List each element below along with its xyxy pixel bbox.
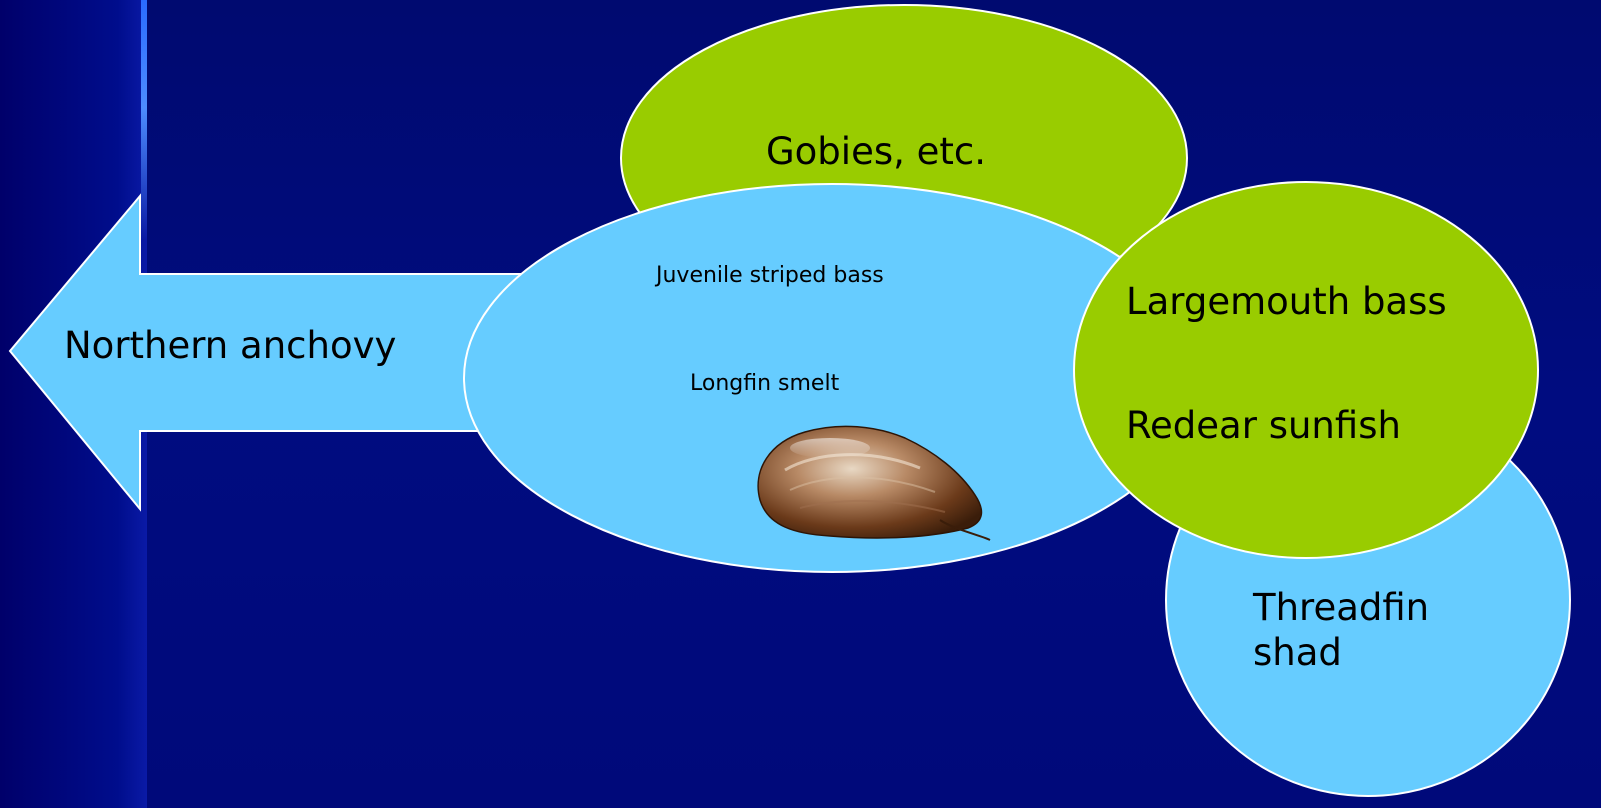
node-gobies: Gobies, etc. bbox=[766, 130, 986, 173]
node-longfin-smelt: Longfin smelt bbox=[690, 371, 839, 396]
node-redear-sunfish: Redear sunfish bbox=[1126, 404, 1401, 447]
centrarchid-ellipse bbox=[1074, 182, 1538, 558]
node-northern-anchovy: Northern anchovy bbox=[64, 324, 396, 367]
node-threadfin-shad: Threadfin shad bbox=[1253, 585, 1473, 675]
node-largemouth-bass: Largemouth bass bbox=[1126, 280, 1447, 323]
node-juvenile-striped-bass: Juvenile striped bass bbox=[656, 263, 884, 288]
